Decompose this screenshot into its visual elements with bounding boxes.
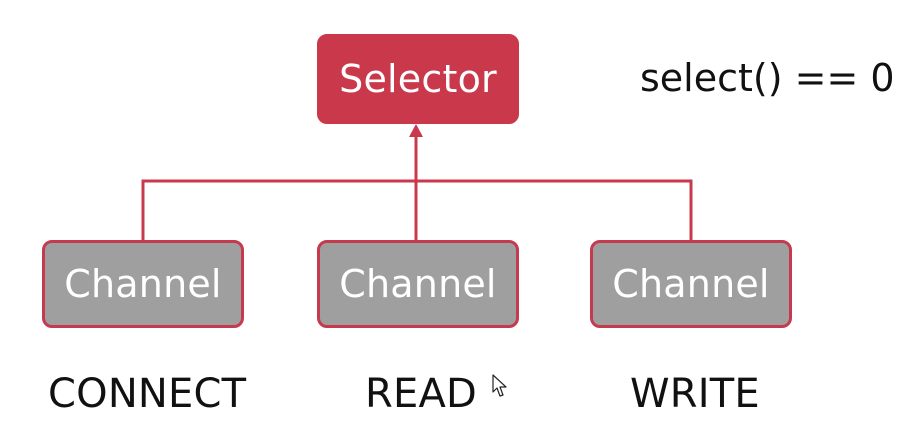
channel-label: Channel (612, 262, 770, 306)
mouse-pointer-icon (492, 374, 507, 397)
selector-label: Selector (339, 57, 497, 101)
selector-box: Selector (317, 34, 519, 124)
channel-box-read: Channel (317, 240, 519, 328)
operation-label-write: WRITE (630, 371, 760, 417)
selector-condition: select() == 0 (640, 56, 895, 100)
operation-label-connect: CONNECT (48, 371, 247, 417)
channel-label: Channel (64, 262, 222, 306)
operation-label-read: READ (365, 371, 478, 417)
channel-box-connect: Channel (42, 240, 244, 328)
arrow-up-icon (409, 124, 423, 137)
channel-box-write: Channel (590, 240, 792, 328)
channel-label: Channel (339, 262, 497, 306)
